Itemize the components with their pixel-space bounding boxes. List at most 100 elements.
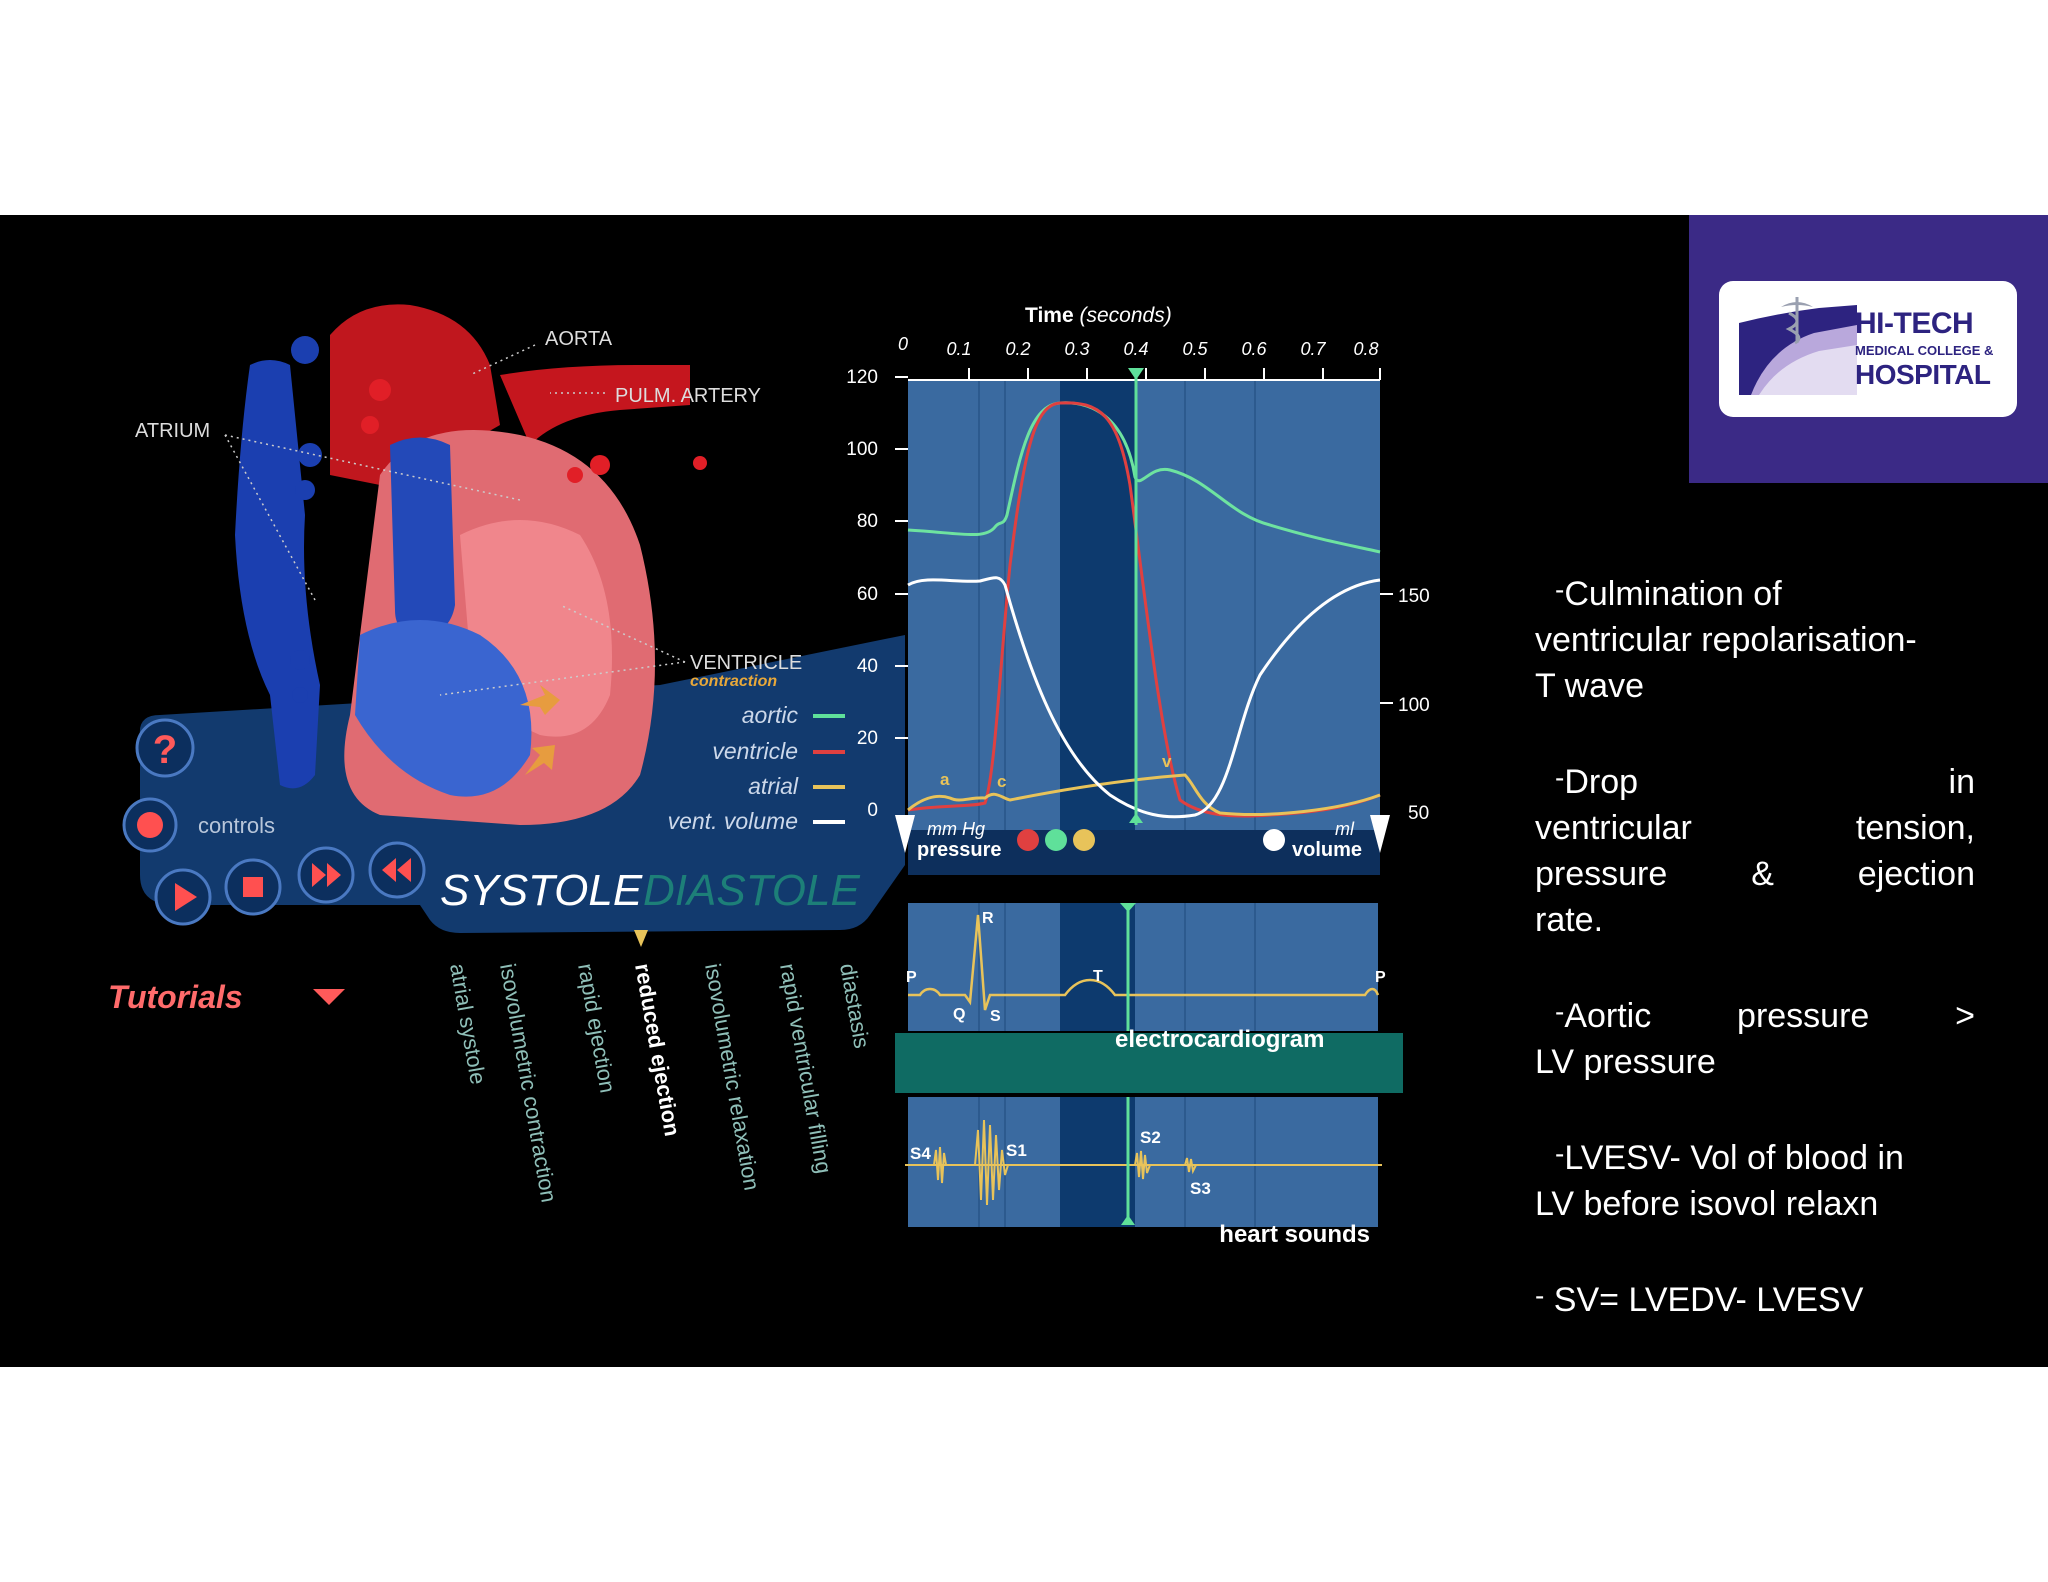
caduceus-icon [1739,297,1857,395]
ventricle-label: VENTRICLE [690,652,802,674]
volume-tick: 100 [1398,695,1430,716]
chevron-down-icon[interactable] [313,989,345,1005]
ecg-q: Q [953,1006,965,1023]
time-tick: 0.7 [1300,339,1326,359]
pulm-artery-label: PULM. ARTERY [615,385,761,407]
record-button[interactable] [122,797,178,853]
pressure-tick: 120 [846,367,878,388]
s3-label: S3 [1190,1179,1211,1198]
wave-v-label: v [1162,752,1172,771]
phase-isovolumetric-relaxation[interactable]: isovolumetric relaxation [700,962,765,1193]
contraction-label: contraction [690,673,777,690]
ecg-trace [908,914,1380,1011]
legend-aortic: aortic [742,702,799,728]
pressure-tick: 80 [857,511,878,532]
sound-s1 [974,1119,1009,1206]
phase-atrial-systole[interactable]: atrial systole [445,962,491,1087]
rewind-icon [382,858,411,882]
volume-label: volume [1292,839,1362,861]
time-tick: 0.6 [1241,339,1267,359]
heart-sounds-label: heart sounds [1219,1221,1370,1248]
heart-sounds-panel: S4 S1 S2 S3 heart sounds [905,1097,1382,1248]
help-button[interactable]: ? [135,718,195,778]
s4-label: S4 [910,1144,931,1163]
ventricle-pressure-curve [907,401,1381,818]
pressure-tick: 20 [857,728,878,749]
ecg-p1: P [906,969,917,986]
wave-c-label: c [997,772,1006,791]
sound-s2 [1134,1150,1151,1180]
callout-lines [224,344,686,696]
phase-pointer-icon [634,930,648,947]
pressure-tick: 60 [857,584,878,605]
ecg-s: S [990,1008,1001,1025]
logo-panel: HI-TECH MEDICAL COLLEGE & HOSPITAL [1689,215,2048,483]
slide-notes: -Culmination of ventricular repolarisati… [1535,567,1975,1367]
note-sv-formula: - SV= LVEDV- LVESV [1535,1280,1864,1319]
phase-isovolumetric-contraction[interactable]: isovolumetric contraction [495,962,562,1205]
cardiac-cycle-animation: AORTA PULM. ARTERY ATRIUM VENTRICLE cont… [108,304,1430,1248]
atrium-label: ATRIUM [135,420,210,442]
ventricle-toggle[interactable] [1017,829,1039,851]
volume-tick: 150 [1398,586,1430,607]
time-tick: 0.1 [946,339,971,359]
help-icon: ? [153,728,177,772]
time-tick: 0.4 [1123,339,1148,359]
phase-diastasis[interactable]: diastasis [835,962,874,1051]
logo-text-college: MEDICAL COLLEGE & [1855,343,1994,358]
s2-label: S2 [1140,1128,1161,1147]
ventricular-volume-curve [907,576,1381,819]
legend-ventricle: ventricle [712,738,798,764]
stop-icon [243,877,263,897]
play-button[interactable] [154,868,212,926]
pressure-tick: 40 [857,656,878,677]
note-lvesv: -LVESV- Vol of blood in LV before isovol… [1535,1138,1904,1223]
reduced-ejection-band [1060,380,1135,830]
systole-label[interactable]: SYSTOLE [440,866,643,915]
s1-label: S1 [1006,1141,1027,1160]
volume-tick: 50 [1408,803,1429,824]
time-tick: 0 [898,334,908,354]
diastole-label[interactable]: DIASTOLE [643,866,860,915]
rewind-button[interactable] [368,841,426,899]
controls-label: controls [198,813,275,838]
legend-volume: vent. volume [668,808,798,834]
logo-text-hitech: HI-TECH [1855,307,1974,340]
sound-s3 [1184,1157,1197,1175]
hospital-logo: HI-TECH MEDICAL COLLEGE & HOSPITAL [1719,281,2017,417]
time-tick: 0.8 [1353,339,1378,359]
pressure-volume-graph: Time (seconds) 0 0.1 0.2 0.3 0.4 0.5 0.6… [846,304,1430,875]
ml-label: ml [1335,819,1355,839]
legend-atrial: atrial [748,773,799,799]
heart-illustration [235,304,707,825]
time-tick: 0.2 [1005,339,1030,359]
atrial-toggle[interactable] [1073,829,1095,851]
stop-button[interactable] [224,858,282,916]
slide: AORTA PULM. ARTERY ATRIUM VENTRICLE cont… [0,215,2048,1367]
fast-forward-icon [312,863,341,887]
mmhg-label: mm Hg [927,819,985,839]
time-tick: 0.5 [1182,339,1208,359]
pressure-tick: 100 [846,439,878,460]
phase-rapid-ejection[interactable]: rapid ejection [573,962,620,1095]
atrial-pressure-curve [907,773,1381,816]
play-icon [175,883,197,911]
time-axis-title: Time (seconds) [1025,304,1172,327]
note-t-wave: -Culmination of ventricular repolarisati… [1535,574,1917,705]
volume-toggle[interactable] [1263,829,1285,851]
record-icon [137,812,163,838]
ecg-band [895,1033,1403,1093]
aortic-toggle[interactable] [1045,829,1067,851]
fast-forward-button[interactable] [297,846,355,904]
phase-reduced-ejection[interactable]: reduced ejection [630,962,685,1139]
ecg-label: electrocardiogram [1115,1026,1324,1053]
ecg-p2: P [1375,969,1386,986]
tutorials-link[interactable]: Tutorials [108,979,243,1015]
pressure-tick: 0 [867,800,878,821]
note-aortic-pressure: -Aortic pressure > LV pressure [1535,996,1975,1081]
sound-s4 [933,1146,947,1184]
ecg-panel: P Q R S T P electrocardiogram [895,903,1403,1093]
phase-rapid-ventricular-filling[interactable]: rapid ventricular filling [775,962,837,1176]
ecg-t: T [1093,968,1103,985]
pressure-label: pressure [917,839,1002,861]
